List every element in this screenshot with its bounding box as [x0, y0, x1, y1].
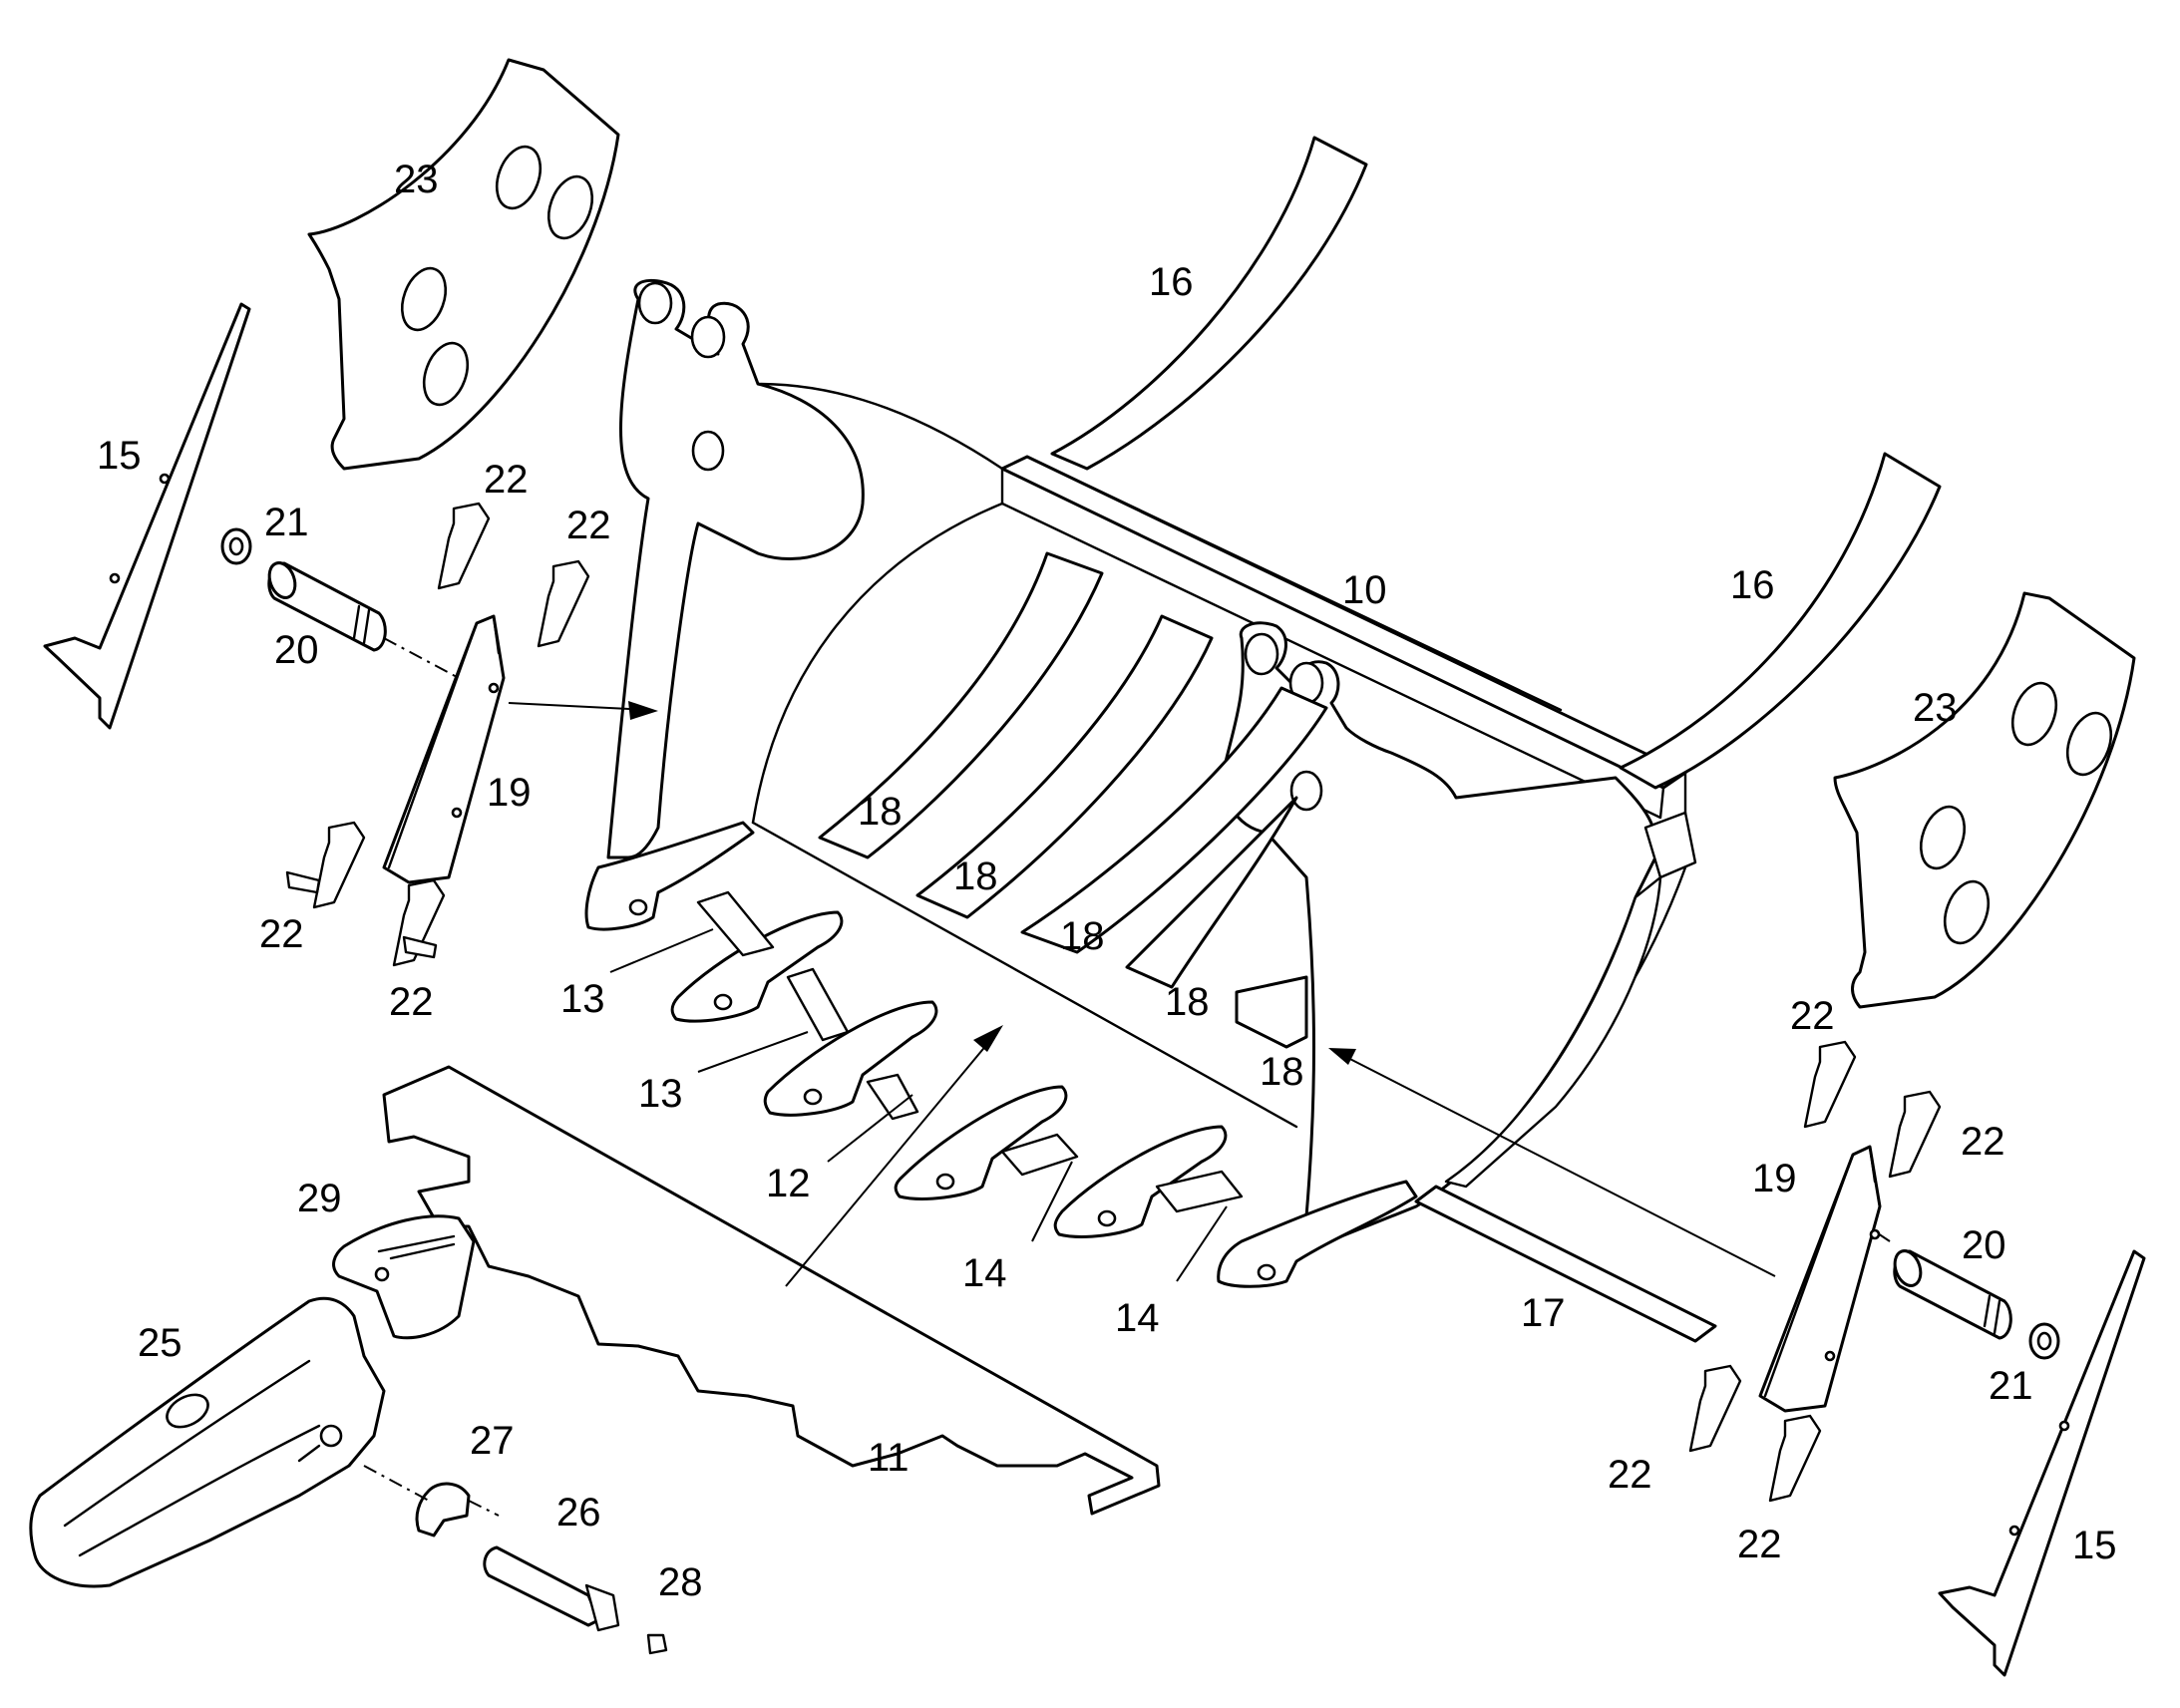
- callout-16-top: 16: [1149, 260, 1194, 304]
- callout-13-b: 13: [638, 1072, 683, 1116]
- callout-22-d: 22: [389, 980, 434, 1024]
- side-plate-23-right: [1833, 591, 2136, 1009]
- tooth-assembly: [29, 1214, 668, 1655]
- callout-26: 26: [556, 1491, 601, 1535]
- callout-27: 27: [470, 1419, 515, 1463]
- callout-14-b: 14: [1115, 1296, 1160, 1340]
- wear-strip-16-right: [1619, 452, 1942, 790]
- wear-strip-16-top: [1050, 136, 1368, 471]
- callout-18-d: 18: [1165, 980, 1210, 1024]
- callout-labels: 23 15 21 22 22 20 19 22 22 16 16 10 23 1…: [97, 158, 2117, 1604]
- callout-13-a: 13: [560, 977, 605, 1021]
- callout-19-left: 19: [487, 771, 532, 815]
- callout-23-right: 23: [1913, 686, 1958, 730]
- callout-21-right: 21: [1989, 1364, 2033, 1408]
- side-cutter-15-right: [1938, 1249, 2146, 1677]
- adapter-14-a: [894, 1085, 1068, 1200]
- adapter-13-b: [763, 1000, 938, 1117]
- wear-plates-18: [818, 551, 1328, 1049]
- pin-group-left: [220, 502, 590, 967]
- side-plate-23-left: [307, 58, 620, 471]
- callout-15-left: 15: [97, 434, 142, 478]
- side-cutter-15-left: [43, 302, 251, 730]
- tooth-adapters: [670, 890, 1244, 1238]
- callout-20-left: 20: [274, 628, 319, 672]
- callout-18-a: 18: [858, 790, 903, 834]
- callout-11: 11: [868, 1436, 909, 1480]
- callout-22-c: 22: [259, 912, 304, 956]
- callout-23-left: 23: [394, 158, 439, 201]
- pin-group-right: [1688, 1040, 2060, 1503]
- wear-strip-17: [1414, 1185, 1717, 1343]
- callout-12: 12: [766, 1162, 811, 1205]
- callout-18-b: 18: [953, 854, 998, 898]
- callout-21-left: 21: [264, 501, 309, 544]
- callout-18-c: 18: [1060, 914, 1105, 958]
- callout-14-a: 14: [962, 1251, 1007, 1295]
- callout-10: 10: [1342, 568, 1387, 612]
- callout-29: 29: [297, 1177, 342, 1220]
- callout-22-f: 22: [1961, 1120, 2005, 1164]
- callout-22-g: 22: [1608, 1453, 1652, 1497]
- callout-22-h: 22: [1737, 1523, 1782, 1566]
- callout-20-right: 20: [1962, 1223, 2006, 1267]
- callout-22-b: 22: [566, 504, 611, 547]
- callout-18-e: 18: [1260, 1050, 1304, 1094]
- callout-19-right: 19: [1752, 1157, 1797, 1200]
- cutting-edge-11: [382, 1065, 1161, 1516]
- callout-17: 17: [1521, 1291, 1566, 1335]
- callout-25: 25: [138, 1321, 182, 1365]
- leader-lines: [508, 701, 1776, 1287]
- callout-22-e: 22: [1790, 994, 1835, 1038]
- adapter-14-b: [1053, 1125, 1228, 1238]
- callout-15-right: 15: [2072, 1524, 2117, 1567]
- callout-22-a: 22: [484, 458, 529, 502]
- callout-28: 28: [658, 1560, 703, 1604]
- callout-16-right: 16: [1730, 563, 1775, 607]
